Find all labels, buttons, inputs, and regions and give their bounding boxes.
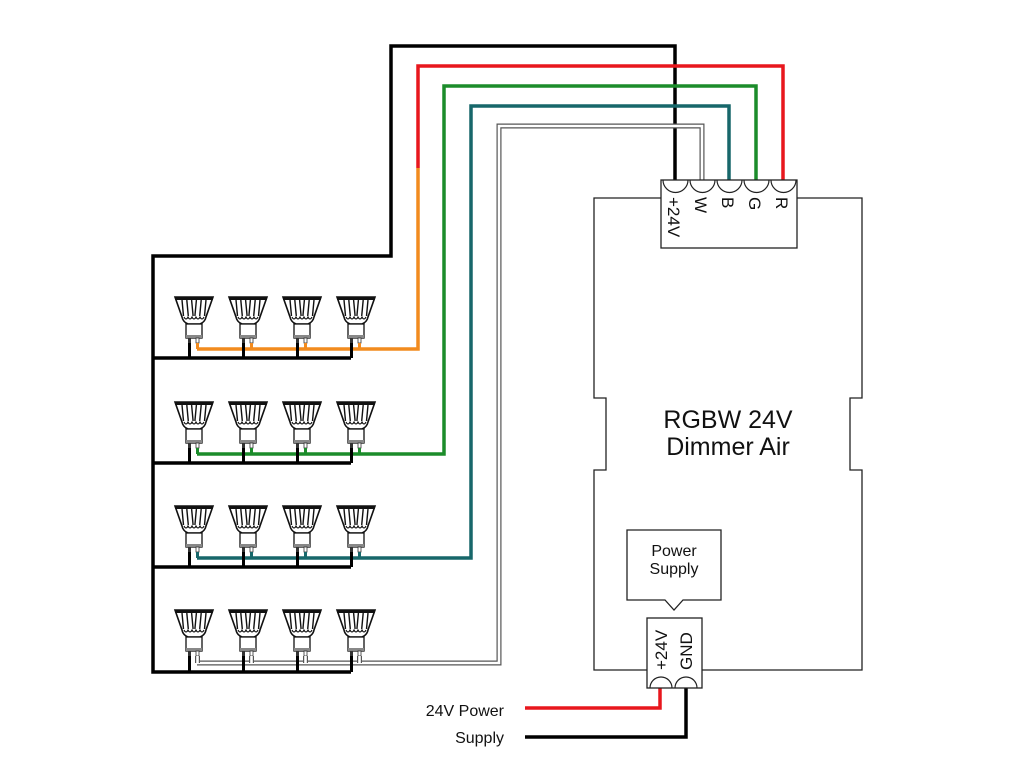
dimmer-device-outline	[593, 197, 863, 671]
gu10-lamp-icon	[281, 505, 323, 553]
gu10-lamp-icon	[335, 505, 377, 553]
output-terminal-block: +24V W B G R	[660, 179, 798, 249]
gu10-lamp-icon	[173, 609, 215, 657]
gu10-lamp-icon	[227, 505, 269, 553]
supply-label-line1: 24V Power	[426, 703, 505, 720]
gu10-lamp-icon	[173, 296, 215, 344]
device-title-line1: RGBW 24V	[663, 406, 793, 434]
supply-label-line2: Supply	[455, 730, 504, 747]
terminal-label-g: G	[745, 197, 764, 210]
wire-plus24v	[151, 44, 677, 674]
gu10-lamp-icon	[281, 401, 323, 449]
callout-line2: Supply	[650, 561, 699, 578]
lamp-groups	[173, 296, 377, 672]
gu10-lamp-icon	[173, 505, 215, 553]
gu10-lamp-icon	[281, 609, 323, 657]
device-title-line2: Dimmer Air	[666, 433, 790, 461]
lamp-group-b	[173, 505, 377, 567]
gu10-lamp-icon	[335, 401, 377, 449]
wire-r	[416, 64, 785, 182]
power-supply-callout: Power Supply	[626, 529, 722, 611]
terminal-label-b: B	[718, 197, 737, 208]
wire-supply-gnd	[525, 688, 688, 739]
gu10-lamp-icon	[335, 609, 377, 657]
wires	[151, 44, 785, 739]
terminal-label-w: W	[691, 197, 710, 213]
input-terminal-block: +24V GND	[646, 617, 703, 689]
wire-b	[197, 104, 731, 560]
terminal-label-r: R	[772, 197, 791, 209]
lamp-group-w	[173, 609, 377, 672]
wire-supply-plus24v	[525, 688, 662, 710]
wire-g	[197, 84, 758, 456]
wire-r-lamps	[197, 168, 420, 351]
callout-line1: Power	[651, 543, 697, 560]
wire-w	[197, 123, 705, 666]
terminal-label-in-plus24v: +24V	[652, 629, 671, 670]
lamp-group-r	[173, 296, 377, 358]
gu10-lamp-icon	[227, 296, 269, 344]
gu10-lamp-icon	[173, 401, 215, 449]
gu10-lamp-icon	[227, 609, 269, 657]
gu10-lamp-icon	[335, 296, 377, 344]
gu10-lamp-icon	[227, 401, 269, 449]
lamp-group-g	[173, 401, 377, 463]
gu10-lamp-icon	[281, 296, 323, 344]
terminal-label-gnd: GND	[677, 632, 696, 670]
terminal-arcs	[662, 179, 797, 194]
terminal-label-plus24v: +24V	[664, 197, 683, 238]
